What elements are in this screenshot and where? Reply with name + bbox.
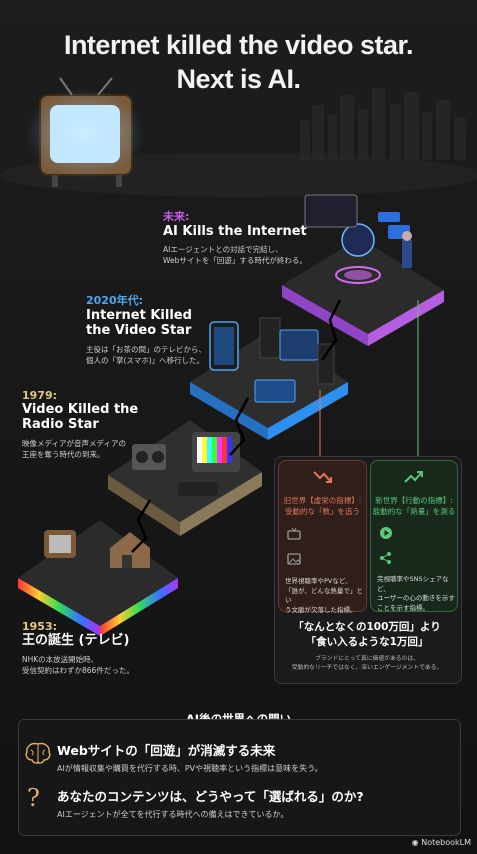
era-heading-line-1: Video Killed the [22, 402, 139, 417]
vintage-tv-illustration [25, 77, 145, 187]
question-sub: AIが情報収集や購買を代行する時、PVや視聴率という指標は意味を失う。 [57, 764, 323, 773]
question-heading: あなたのコンテンツは、どうやって「選ばれる」のか? [57, 789, 364, 804]
trend-down-icon [279, 469, 366, 489]
question-sub: AIエージェントが全てを代行する時代への備えはできているか。 [57, 810, 289, 819]
new-metric-title: 新世界【行動の指標】: 能動的な「熱量」を測る [371, 495, 457, 517]
quote-line-1: 「なんとなくの100万回」より [293, 621, 441, 633]
old-metric-card: 旧世界【虚栄の指標】: 受動的な「数」を追う 世界視聴率やPVなど、 「誰が、ど… [278, 460, 367, 615]
notebooklm-badge: ◉ NotebookLM [412, 838, 471, 847]
era-year: 1979: [22, 389, 58, 402]
platform-future [282, 194, 444, 346]
platform-1953 [18, 520, 178, 636]
era-desc-line: 王座を奪う時代の到来。 [22, 450, 105, 459]
questions-panel: Webサイトの「回遊」が消滅する未来 AIが情報収集や購買を代行する時、PVや視… [18, 719, 461, 836]
question-heading: Webサイトの「回遊」が消滅する未来 [57, 743, 276, 758]
era-heading-line-2: Radio Star [22, 417, 99, 432]
brain-icon [23, 740, 53, 770]
new-metric-body-line: ことを示す指標。 [377, 603, 429, 612]
era-1979: 1979: Video Killed the Radio Star 映像メディア… [22, 389, 142, 460]
era-heading: AI Kills the Internet [163, 224, 307, 239]
question-mark-icon: ? [27, 784, 40, 812]
era-future: 未来: AI Kills the Internet AIエージェントとの対話で完… [163, 208, 313, 266]
era-heading: 王の誕生 (テレビ) [22, 633, 130, 648]
old-metric-title-line: 旧世界【虚栄の指標】: [283, 496, 362, 505]
era-heading-line-1: Internet Killed [86, 308, 192, 323]
new-metric-body: 完視聴率やSNSシェアなど、 ユーザーの心の動きを示す ことを示す指標。 [377, 575, 457, 613]
trend-up-icon [371, 469, 457, 489]
title-line-2: Next is AI. [176, 64, 301, 94]
platform-2020 [190, 317, 348, 440]
new-metric-body-line: 完視聴率やSNSシェアなど、 [377, 575, 449, 593]
era-desc-line: AIエージェントとの対話で完結し、 [163, 245, 283, 254]
era-desc-line: Webサイトを「回遊」する時代が終わる。 [163, 256, 307, 265]
quote-sub-1: ブランドにとって真に価値があるのは、 [315, 656, 419, 662]
play-icon [379, 525, 457, 544]
quote-block: 「なんとなくの100万回」より 「食い入るような1万回」 ブランドにとって真に価… [274, 620, 460, 673]
old-metric-body-line: 「誰が、どんな熱量で」とい [285, 586, 363, 605]
image-icon [287, 550, 366, 569]
era-year: 2020年代: [86, 294, 144, 307]
platform-1979 [108, 420, 262, 536]
tv-icon [287, 525, 366, 544]
era-desc: NHKの本放送開始時、 受信契約はわずか866件だった。 [22, 654, 162, 676]
new-metric-title-line: 能動的な「熱量」を測る [372, 507, 456, 516]
new-metric-title-line: 新世界【行動の指標】: [375, 496, 453, 505]
old-metric-body-line: う文脈が欠落した指標。 [285, 605, 357, 614]
era-desc-line: 受信契約はわずか866件だった。 [22, 666, 134, 675]
era-year: 1953: [22, 620, 58, 633]
new-metric-card: 新世界【行動の指標】: 能動的な「熱量」を測る 完視聴率やSNSシェアなど、 ユ… [370, 460, 458, 612]
old-metric-body: 世界視聴率やPVなど、 「誰が、どんな熱量で」とい う文脈が欠落した指標。 [285, 577, 366, 615]
notebooklm-label: NotebookLM [421, 838, 471, 847]
era-year: 未来: [163, 210, 190, 223]
quote-line-2: 「食い入るような1万回」 [305, 636, 429, 648]
era-heading-line-2: the Video Star [86, 323, 192, 338]
era-desc-line: 主役は「お茶の間」のテレビから、 [86, 345, 206, 354]
title-line-1: Internet killed the video star. [63, 30, 414, 60]
old-metric-title: 旧世界【虚栄の指標】: 受動的な「数」を追う [279, 495, 366, 517]
question-item: ? あなたのコンテンツは、どうやって「選ばれる」のか? AIエージェントが全てを… [27, 784, 364, 820]
era-desc-line: 映像メディアが音声メディアの [22, 439, 126, 448]
era-2020: 2020年代: Internet Killed the Video Star 主… [86, 292, 216, 366]
quote-sub-2: 受動的なリーチではなく、深いエンゲージメントである。 [291, 665, 443, 671]
era-desc-line: 個人の「掌(スマホ)」へ移行した。 [86, 356, 205, 365]
old-metric-title-line: 受動的な「数」を追う [285, 507, 360, 516]
question-item: Webサイトの「回遊」が消滅する未来 AIが情報収集や購買を代行する時、PVや視… [25, 740, 323, 774]
old-metric-body-line: 世界視聴率やPVなど、 [285, 577, 352, 585]
era-1953: 1953: 王の誕生 (テレビ) NHKの本放送開始時、 受信契約はわずか866… [22, 620, 162, 676]
new-metric-body-line: ユーザーの心の動きを示す [377, 594, 455, 602]
page-title: Internet killed the video star. Next is … [0, 28, 477, 96]
notebooklm-logo-icon: ◉ [411, 838, 422, 847]
share-icon [379, 550, 457, 569]
era-desc: 主役は「お茶の間」のテレビから、 個人の「掌(スマホ)」へ移行した。 [86, 344, 216, 366]
era-desc: AIエージェントとの対話で完結し、 Webサイトを「回遊」する時代が終わる。 [163, 244, 313, 266]
era-desc: 映像メディアが音声メディアの 王座を奪う時代の到来。 [22, 438, 142, 460]
era-desc-line: NHKの本放送開始時、 [22, 655, 99, 664]
